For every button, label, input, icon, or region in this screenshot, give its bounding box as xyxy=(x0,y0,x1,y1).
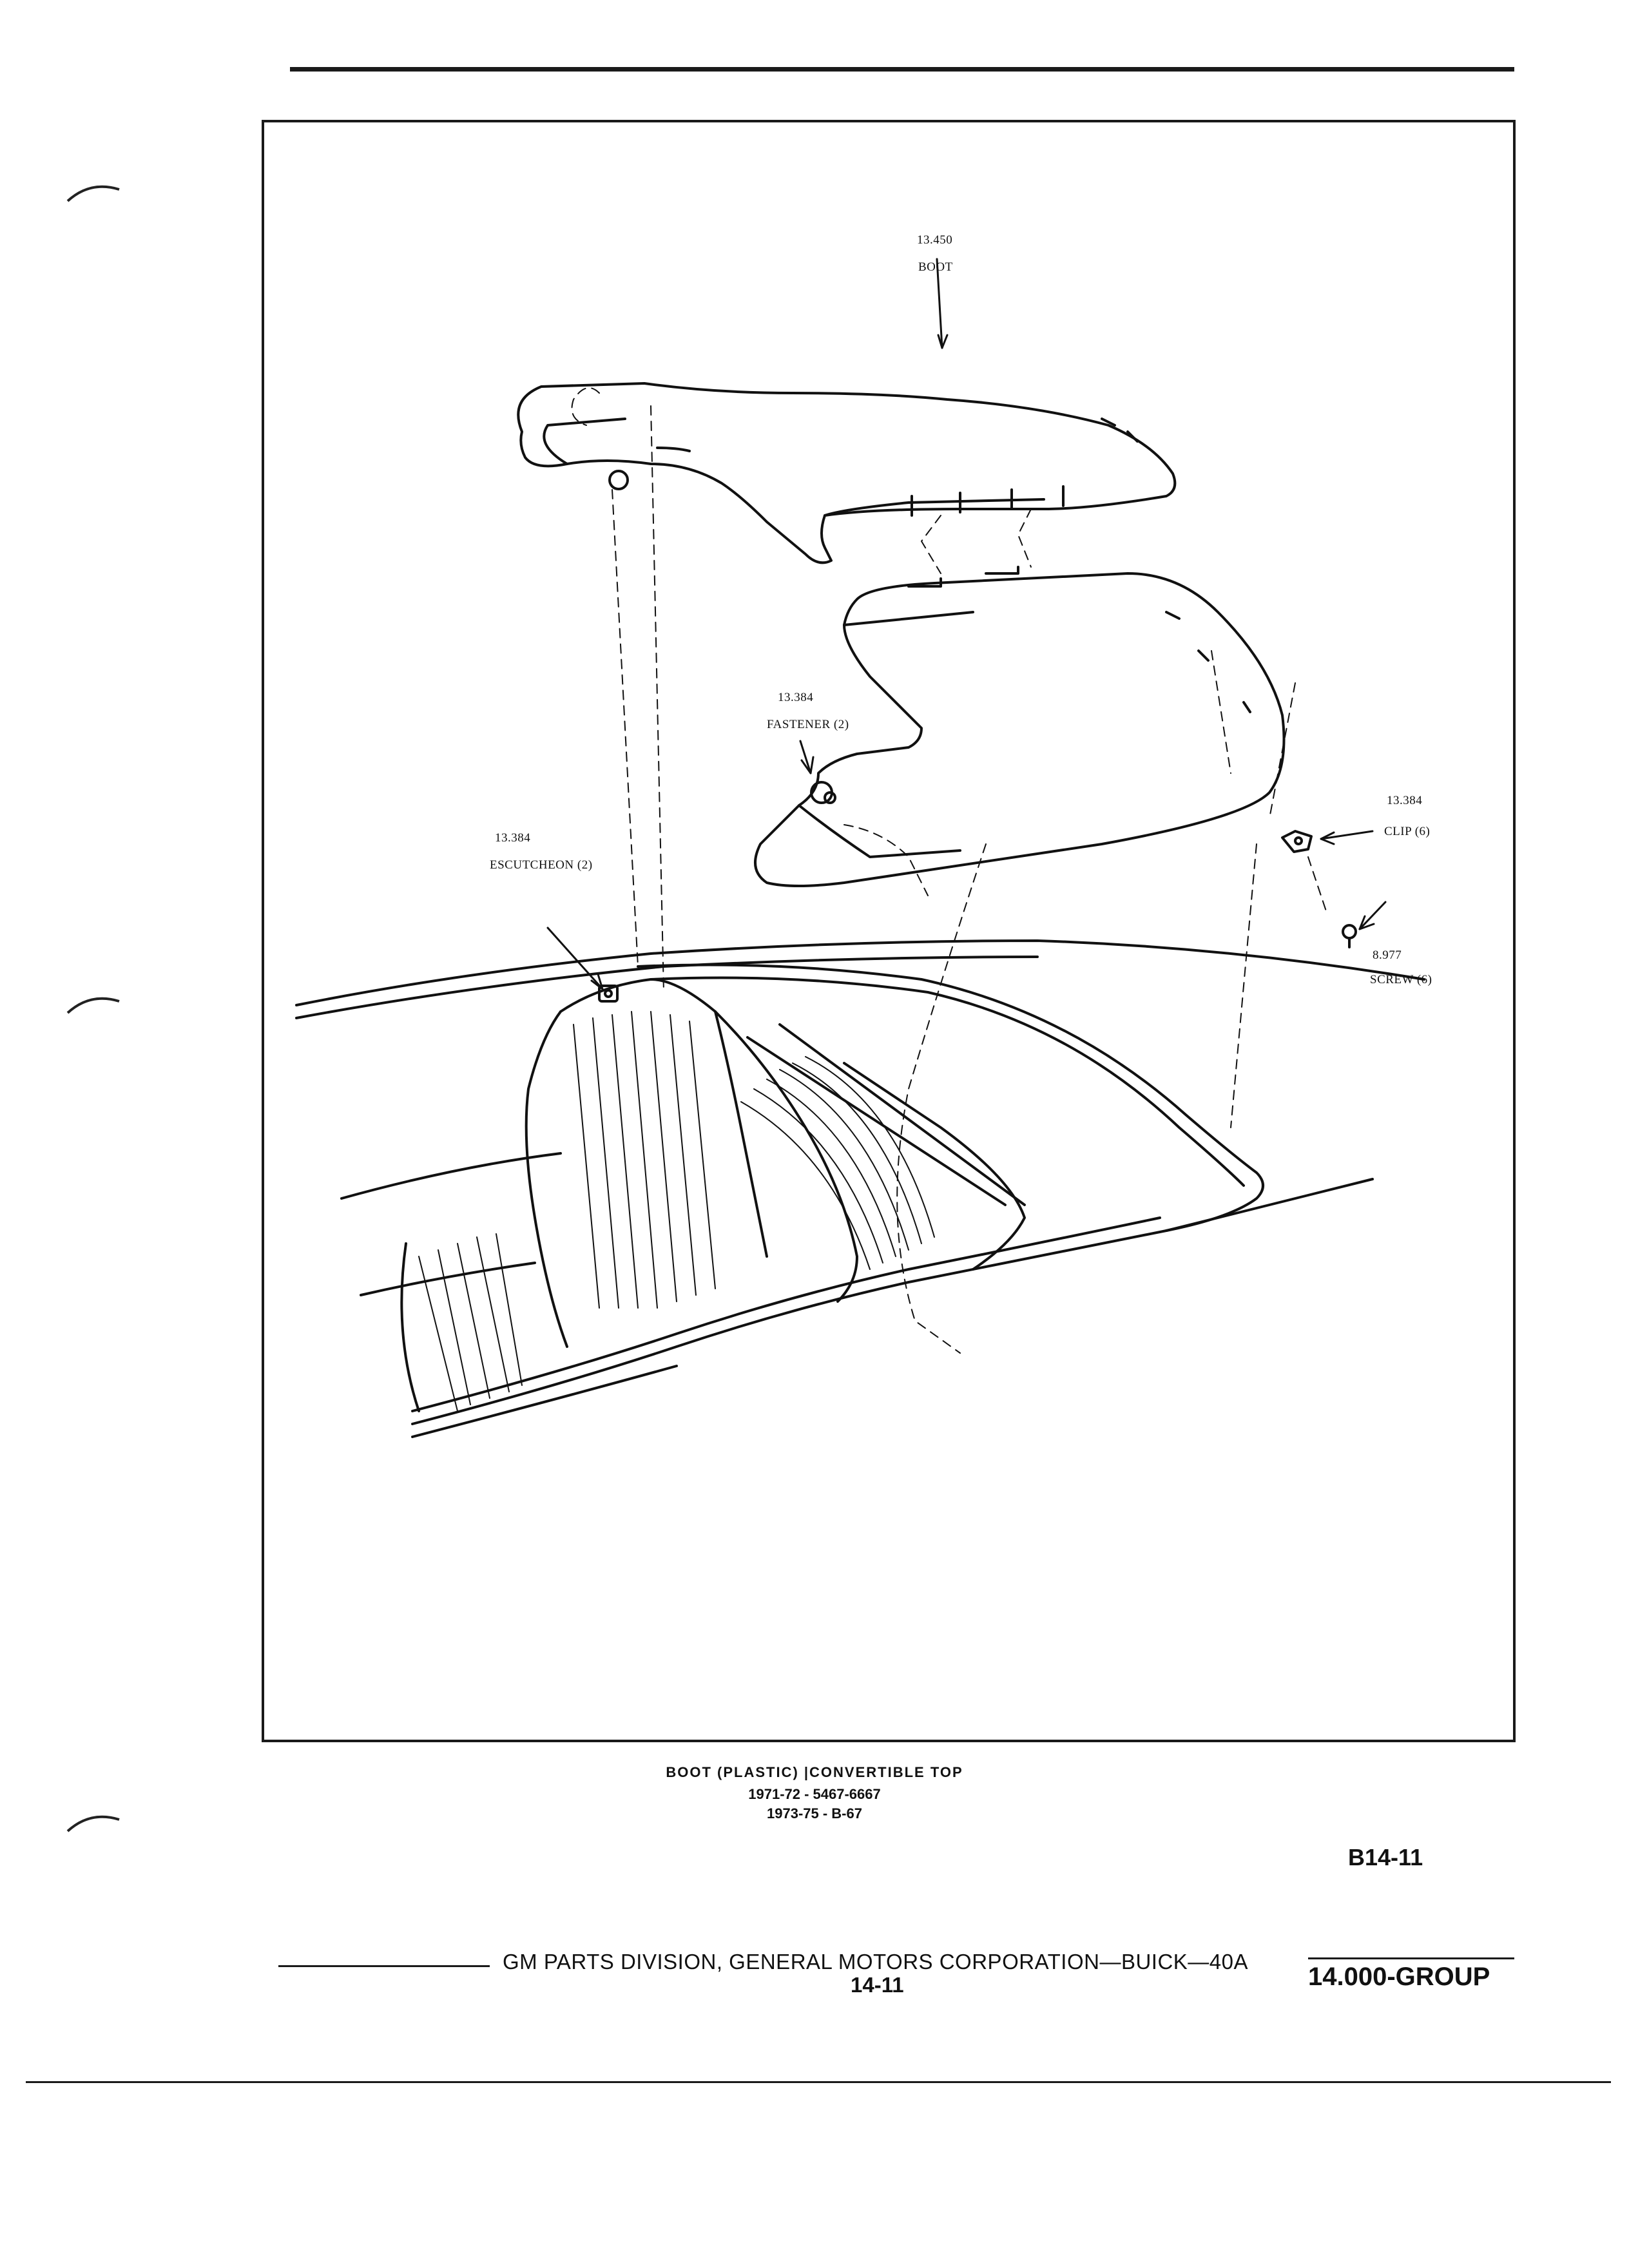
escutcheon-part-label: ESCUTCHEON (2) xyxy=(490,858,593,872)
screw-part xyxy=(1342,924,1357,948)
exploded-view-illustration xyxy=(295,258,1425,1438)
screw-part-label: SCREW (6) xyxy=(1370,973,1432,986)
fastener-part xyxy=(810,781,836,804)
fastener-part-number: 13.384 xyxy=(778,691,814,704)
rear-seat-cushion xyxy=(340,1152,562,1412)
escutcheon-part-number: 13.384 xyxy=(495,831,531,845)
footer-group-number: 14.000-GROUP xyxy=(1308,1963,1490,1991)
figure-id: B14-11 xyxy=(1348,1844,1423,1870)
illustration-frame: 13.450 BOOT 13.384 FASTENER (2) 13.384 E… xyxy=(262,120,1516,1742)
footer-rule-left xyxy=(278,1965,490,1967)
binder-hole-mark-bottom xyxy=(66,1815,120,1832)
bottom-rule xyxy=(26,2081,1611,2083)
fastener-part-label: FASTENER (2) xyxy=(767,718,849,731)
clip-part-number: 13.384 xyxy=(1387,794,1423,807)
top-rule xyxy=(290,67,1514,72)
figure-caption-years-1: 1971-72 - 5467-6667 xyxy=(748,1786,881,1802)
seat-upholstery-stripes xyxy=(418,1011,935,1412)
binder-hole-mark-top xyxy=(66,185,120,202)
footer-rule-right xyxy=(1308,1957,1514,1959)
car-body-outline xyxy=(295,939,1425,1438)
boot-middle-section xyxy=(754,566,1286,887)
footer-division-line: GM PARTS DIVISION, GENERAL MOTORS CORPOR… xyxy=(503,1950,1249,1974)
clip-part-label: CLIP (6) xyxy=(1384,825,1431,838)
screw-part-number: 8.977 xyxy=(1373,948,1402,962)
boot-part-number: 13.450 xyxy=(917,233,953,247)
escutcheon-part xyxy=(598,985,619,1003)
callout-leader-lines xyxy=(546,258,1387,990)
clip-part xyxy=(1281,830,1313,853)
footer-page-number: 14-11 xyxy=(851,1973,904,1997)
figure-caption-years-2: 1973-75 - B-67 xyxy=(767,1805,862,1821)
figure-caption-title: BOOT (PLASTIC) |CONVERTIBLE TOP xyxy=(666,1764,963,1780)
rear-seat-back xyxy=(525,978,1026,1348)
boot-part-label: BOOT xyxy=(918,260,953,274)
assembly-dashed-lines xyxy=(571,387,1328,1354)
binder-hole-mark-middle xyxy=(66,997,120,1014)
boot-upper-section xyxy=(517,382,1177,564)
